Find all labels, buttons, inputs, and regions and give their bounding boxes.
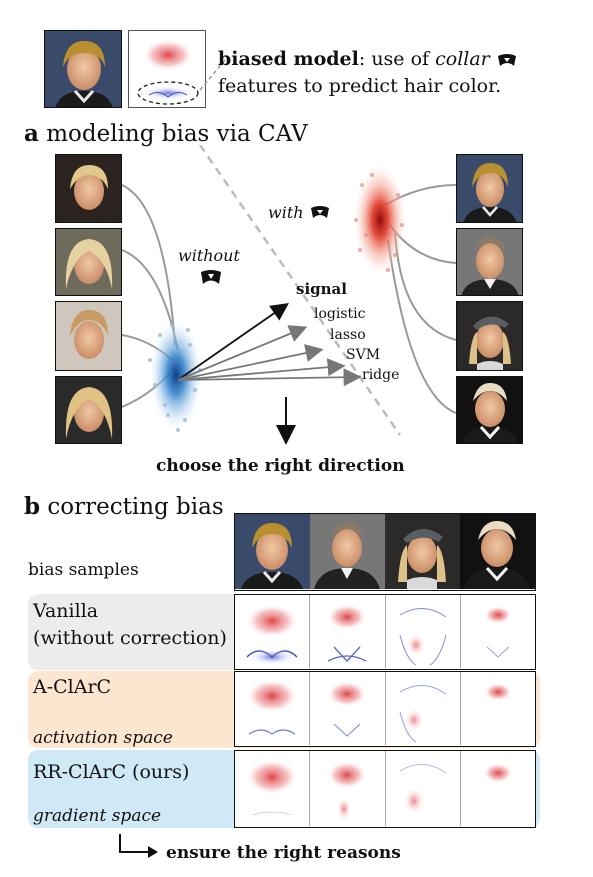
with-sample-photo-4 (456, 376, 523, 444)
header-line-1: biased model: use of collar (218, 48, 518, 70)
method-logistic: logistic (314, 306, 366, 322)
ensure-arrow (119, 834, 158, 858)
signal-label: signal (296, 280, 347, 298)
section-a-letter: a (24, 120, 39, 147)
rrclarc-heatmap-2 (309, 751, 368, 826)
collar-icon (497, 54, 516, 66)
without-sample-photo-4 (55, 376, 122, 444)
svm-arrow (177, 358, 346, 381)
without-sample-photo-3 (55, 301, 122, 371)
without-sample-photo-2 (55, 228, 122, 296)
rrclarc-heatmap-3 (384, 751, 446, 826)
biased-heatmap (128, 30, 206, 108)
without-cluster-points (148, 323, 202, 432)
section-a-title-text: modeling bias via CAV (38, 121, 308, 147)
section-b-title-text: correcting bias (40, 494, 224, 520)
collar-word: collar (435, 48, 490, 70)
vanilla-heatmaps (234, 594, 536, 670)
biased-sample-photo (44, 30, 122, 108)
bias-sample-4 (460, 514, 535, 589)
aclarc-heatmaps (234, 671, 536, 747)
bias-sample-3 (385, 514, 460, 589)
ensure-reasons-label: ensure the right reasons (166, 843, 401, 863)
separator-line (198, 145, 402, 436)
collar-icon (201, 270, 221, 284)
collar-icon (310, 206, 329, 218)
aclarc-heatmap-4 (459, 672, 512, 745)
section-b-letter: b (24, 493, 41, 520)
rrclarc-heatmap-4 (459, 751, 513, 826)
choose-direction-label: choose the right direction (156, 456, 405, 476)
bias-sample-1 (235, 514, 310, 589)
vanilla-name: Vanilla (33, 600, 99, 622)
method-lasso: lasso (330, 327, 366, 343)
bias-samples-strip (234, 513, 536, 591)
aclarc-heatmap-2 (309, 672, 368, 745)
aclarc-heatmap-1 (246, 679, 298, 735)
section-a-title: a modeling bias via CAV (24, 120, 308, 147)
method-svm: SVM (346, 347, 381, 363)
biased-model-text-2: features to predict hair color. (218, 75, 502, 97)
without-label: without (178, 246, 240, 265)
logistic-arrow (177, 325, 308, 381)
bias-samples-label: bias samples (28, 560, 139, 580)
aclarc-space: activation space (33, 728, 173, 748)
vanilla-heatmap-2 (309, 595, 368, 668)
cav-diagram (121, 145, 457, 445)
with-cluster-points (354, 173, 404, 272)
rrclarc-space: gradient space (33, 806, 162, 826)
without-sample-photo-1 (55, 154, 122, 223)
with-label: with (268, 203, 331, 222)
with-label-text: with (268, 203, 304, 222)
with-sample-photo-1 (456, 154, 523, 223)
rrclarc-heatmaps (234, 750, 536, 828)
bias-sample-2 (310, 514, 385, 589)
vanilla-heatmap-3 (384, 595, 446, 668)
connector-right-4 (387, 239, 457, 414)
vanilla-sub: (without correction) (33, 627, 227, 649)
aclarc-heatmap-3 (384, 672, 446, 745)
vanilla-heatmap-1 (246, 604, 298, 665)
with-cluster (354, 165, 406, 275)
vanilla-heatmap-4 (459, 595, 512, 668)
with-sample-photo-2 (456, 228, 523, 296)
lasso-arrow (177, 344, 324, 381)
without-cluster (150, 320, 202, 430)
rrclarc-heatmap-1 (246, 759, 298, 816)
rrclarc-name: RR-ClArC (ours) (33, 761, 190, 783)
ridge-arrow (177, 368, 362, 387)
signal-arrow (177, 302, 289, 381)
section-b-title: b correcting bias (24, 493, 224, 520)
biased-model-label: biased model (218, 48, 359, 70)
with-sample-photo-3 (456, 301, 523, 371)
method-ridge: ridge (362, 367, 400, 383)
aclarc-name: A-ClArC (33, 676, 112, 698)
connector-left-1 (121, 184, 176, 346)
biased-model-text-1: : use of (358, 48, 436, 70)
